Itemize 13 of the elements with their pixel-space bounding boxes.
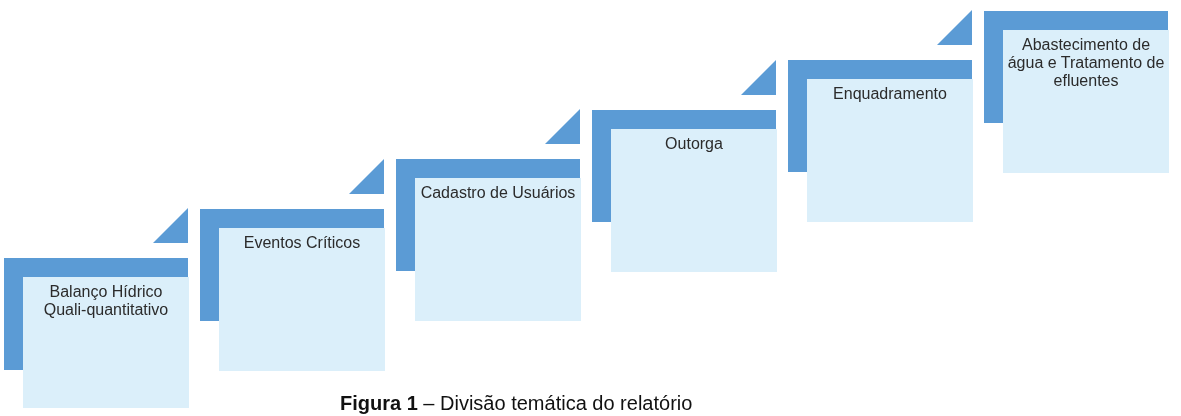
step-box xyxy=(807,79,973,222)
step-label: Balanço Hídrico Quali-quantitativo xyxy=(42,283,170,319)
step-box xyxy=(415,178,581,321)
step-label: Abastecimento de água e Tratamento de efluentes xyxy=(1007,35,1165,90)
step-box xyxy=(23,277,189,408)
step-label: Outorga xyxy=(664,134,724,153)
step-box xyxy=(219,227,385,371)
step-box xyxy=(1003,29,1169,173)
step-label: Cadastro de Usuários xyxy=(419,184,577,202)
figure-caption: Figura 1 – Divisão temática do relatório xyxy=(340,392,693,414)
step-label: Enquadramento xyxy=(832,85,948,103)
step-box xyxy=(611,128,777,272)
step-label: Eventos Críticos xyxy=(242,233,362,252)
